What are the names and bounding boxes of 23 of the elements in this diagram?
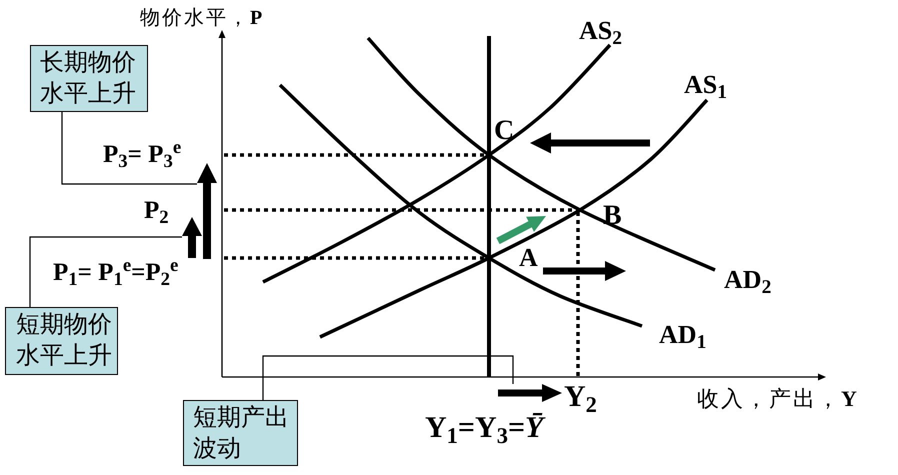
direction-arrow [182, 217, 202, 258]
point-label: A [519, 243, 538, 273]
direction-arrow [498, 384, 562, 402]
price-level-label: P$_{2}$ [144, 197, 169, 226]
output-label: Y$_{2}$ [564, 380, 597, 414]
curve-label: AS$_{1}$ [684, 70, 727, 100]
callout-box [5, 307, 118, 375]
callout-text: 短期物价水平上升 [16, 311, 113, 371]
curve-label: AS$_{2}$ [579, 16, 622, 46]
direction-arrow [197, 163, 217, 259]
callout-text: 长期物价水平上升 [40, 49, 137, 109]
axis-label: 收入，产出，Y [697, 386, 859, 412]
point-label: C [494, 115, 514, 148]
leader-line [262, 355, 514, 400]
axis-label: 物价水平，P [140, 7, 264, 30]
curve-label: AD$_{2}$ [724, 265, 772, 295]
output-label: Y$_{1}$=Y$_{3}$=Ȳ [425, 411, 544, 446]
callout-box [30, 45, 148, 112]
curve-label: AD$_{1}$ [659, 320, 706, 350]
callout-box [183, 400, 298, 466]
leader-line [61, 112, 197, 185]
leader-line [29, 236, 182, 307]
callout-text: 短期产出波动 [193, 404, 290, 464]
